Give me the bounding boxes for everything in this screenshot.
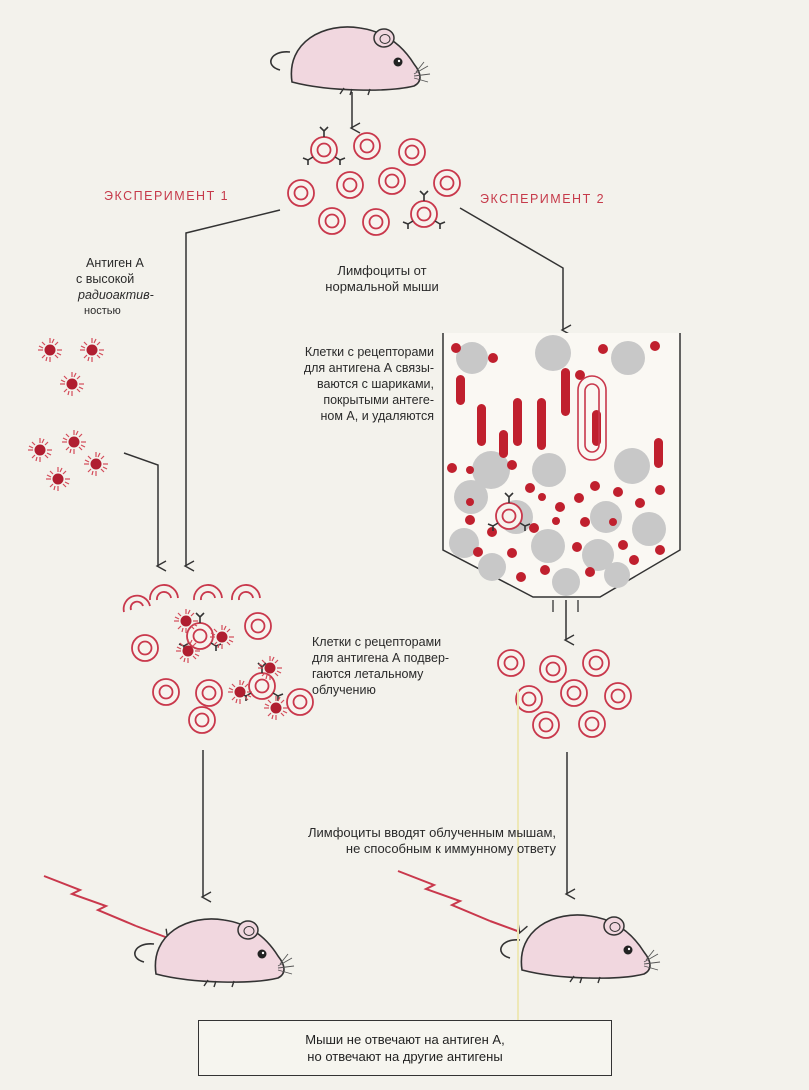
recipient-mouse-left-icon (134, 918, 295, 988)
injection-label: Лимфоциты вводят облученным мышам,не спо… (308, 825, 556, 856)
irradiation-lightning-icon (43, 875, 137, 927)
result-box: Мыши не отвечают на антиген А, но отвеча… (198, 1020, 612, 1076)
lymphocyte-cluster-top (287, 126, 461, 236)
bead-column-icon (442, 333, 681, 612)
experiment-1-title: ЭКСПЕРИМЕНТ 1 (104, 189, 230, 203)
experiment-2-title: ЭКСПЕРИМЕНТ 2 (480, 192, 606, 206)
antigen-label: Антиген А с высокой радиоактив- ностью (76, 256, 154, 317)
radioactive-antigen-icon (27, 337, 109, 492)
recipient-mouse-right-icon (500, 914, 661, 984)
scan-stripe (517, 690, 519, 1030)
irradiation-lightning-icon (397, 870, 491, 922)
donor-mouse-icon (270, 26, 431, 96)
irradiated-cell-cluster (122, 584, 314, 734)
